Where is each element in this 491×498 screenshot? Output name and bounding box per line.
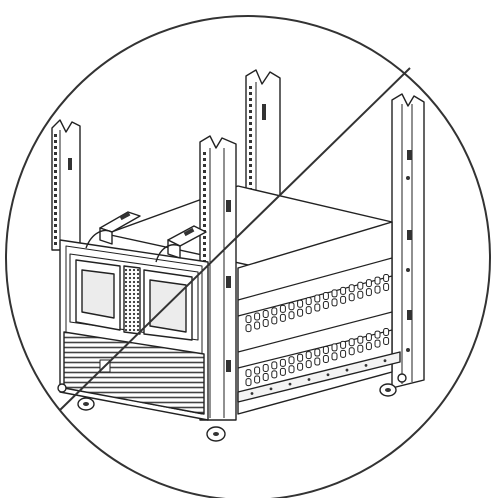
mounting-handle-right [155,225,207,263]
front-vent-strip [123,265,141,335]
side-vent-row-lower [245,328,390,387]
mounting-handle-left [85,211,141,249]
prohibition-slash [59,67,411,411]
display-module-left [75,259,121,331]
ups-front-panel [59,239,209,421]
prohibition-symbol [5,15,491,498]
side-vent-row-upper [245,274,390,333]
rack-post-back-left [51,119,81,251]
rack-post-front-right [391,93,425,389]
caster-wheels [57,373,407,442]
front-grille [63,331,205,415]
prohibition-circle [5,15,491,498]
